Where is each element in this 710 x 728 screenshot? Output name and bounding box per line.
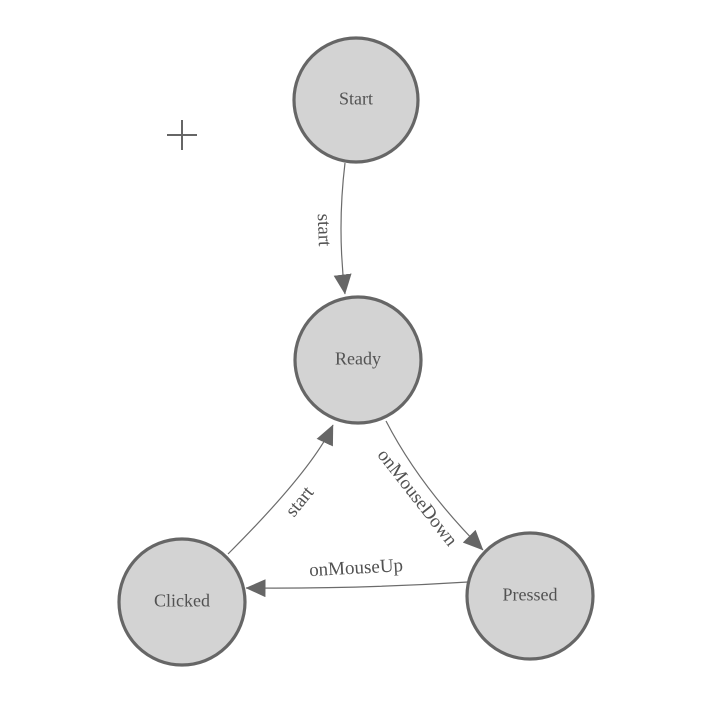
edge-label-clicked-to-ready: start [281, 482, 318, 521]
crosshair-cursor-icon [167, 120, 197, 150]
edge-label-pressed-to-clicked: onMouseUp [309, 555, 404, 581]
node-label-clicked: Clicked [154, 590, 210, 610]
edge-pressed-to-clicked[interactable] [245, 579, 469, 598]
node-clicked[interactable] [117, 537, 247, 667]
node-label-start: Start [339, 88, 373, 108]
node-start[interactable] [292, 36, 420, 164]
edge-start-to-ready[interactable] [333, 162, 352, 295]
overlay-layer [167, 120, 197, 150]
node-label-ready: Ready [335, 348, 381, 368]
edge-label-ready-to-pressed: onMouseDown [373, 445, 462, 551]
node-pressed[interactable] [465, 531, 595, 661]
node-label-pressed: Pressed [503, 584, 558, 604]
edge-clicked-to-ready[interactable] [227, 424, 334, 555]
node-ready[interactable] [293, 295, 423, 425]
edge-ready-to-pressed[interactable] [385, 420, 484, 551]
edge-label-start-to-ready: start [313, 213, 335, 247]
